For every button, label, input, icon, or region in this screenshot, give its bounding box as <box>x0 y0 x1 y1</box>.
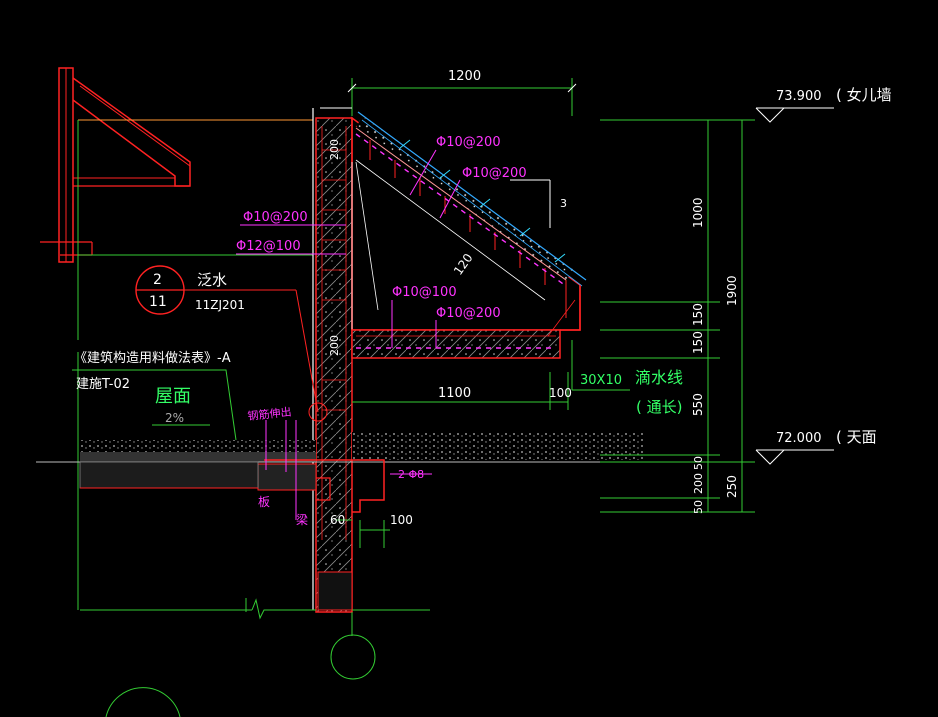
rebar-wall-b: Φ12@100 <box>236 239 301 254</box>
elevation-roof-label: ( 天面 <box>836 428 877 446</box>
roof-base <box>36 432 644 620</box>
dim-gap-60: 60 <box>330 513 345 527</box>
detail-ref-top: 2 <box>153 272 162 288</box>
wall-200-upper: 200 <box>328 139 341 160</box>
rebar-canopy-b: Φ10@200 <box>436 306 501 321</box>
elevation-parapet-label: ( 女儿墙 <box>836 86 892 104</box>
spec-ref: 《建筑构造用料做法表》-A <box>74 350 231 366</box>
dim-right-150-upper: 150 <box>691 303 705 326</box>
roof-slope: 2% <box>165 411 184 425</box>
dim-right-550: 550 <box>691 393 705 416</box>
dim-right-1900: 1900 <box>725 275 739 306</box>
rebar-leaders <box>236 149 461 520</box>
rebar-extend-note: 钢筋伸出 <box>247 404 292 423</box>
dim-right-50-lower: 50 <box>692 500 705 514</box>
detail-ref-symbol <box>135 265 328 422</box>
dim-right-1000: 1000 <box>691 197 705 228</box>
rebar-slope-a: Φ10@200 <box>436 135 501 150</box>
dim-top-width: 1200 <box>448 69 481 84</box>
drip-label: 滴水线 <box>635 368 683 387</box>
wall-200-mid: 200 <box>328 335 341 356</box>
elevation-parapet-value: 73.900 <box>776 89 822 104</box>
beam-mark: 梁 <box>296 512 308 527</box>
detail-ref-title: 泛水 <box>197 271 227 289</box>
elevation-markers <box>755 107 834 465</box>
rebar-wall-a: Φ10@200 <box>243 210 308 225</box>
slope-rise: 3 <box>560 197 567 210</box>
dim-right-50-upper: 50 <box>692 456 705 470</box>
rebar-slope-b: Φ10@200 <box>462 166 527 181</box>
slab-thickness: 120 <box>451 251 476 278</box>
detail-ref-bottom: 11 <box>149 294 167 310</box>
rebar-beam-bars: 2 Φ8 <box>398 468 424 481</box>
dim-right-200: 200 <box>692 473 705 494</box>
dimension-lines <box>105 78 755 717</box>
detail-ref-atlas: 11ZJ201 <box>195 298 245 312</box>
parapet-wall <box>312 108 353 613</box>
dim-right-150-lower: 150 <box>691 331 705 354</box>
dim-canopy-inner: 1100 <box>438 386 471 401</box>
drawing-ref: 建施T-02 <box>76 377 130 392</box>
roof-label: 屋面 <box>155 386 191 407</box>
elevation-roof-value: 72.000 <box>776 431 822 446</box>
drip-size: 30X10 <box>580 373 622 388</box>
slab-mark: 板 <box>258 495 270 509</box>
sloped-canopy <box>351 111 587 359</box>
drip-note: ( 通长) <box>636 398 682 416</box>
dim-offset-100: 100 <box>390 513 413 527</box>
note-leaders <box>72 369 237 441</box>
rebar-canopy-a: Φ10@100 <box>392 285 457 300</box>
left-upper-detail <box>40 67 313 610</box>
dim-drip-offset: 100 <box>549 386 572 400</box>
dim-right-250: 250 <box>725 475 739 498</box>
